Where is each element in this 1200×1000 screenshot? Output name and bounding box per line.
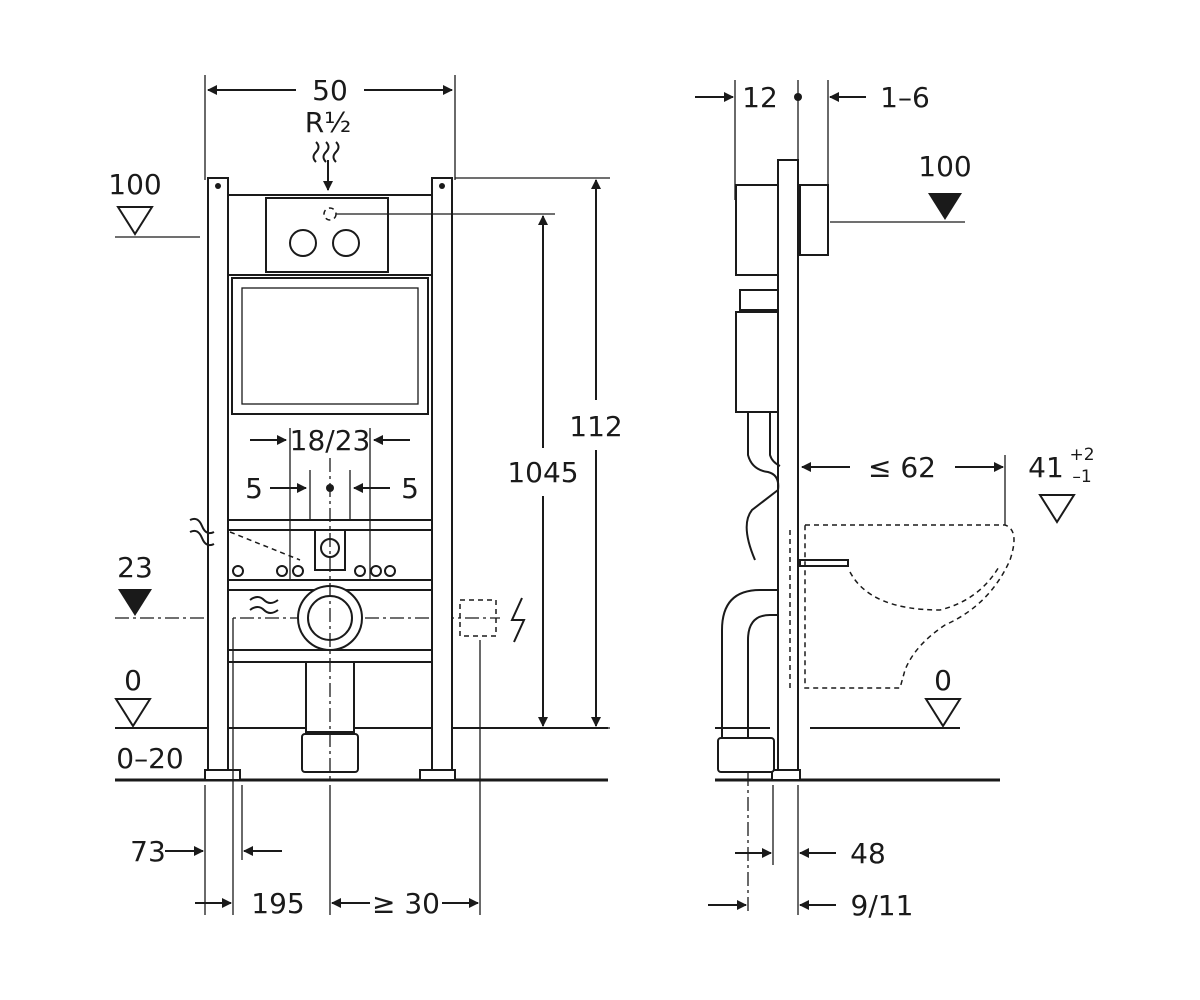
cistern-panel xyxy=(241,287,419,405)
side-cistern-body xyxy=(735,311,779,413)
front-view: 50 R½ 100 112 1045 18/23 5 5 23 xyxy=(108,74,622,920)
side-flush-pipe xyxy=(745,412,780,561)
water-wave-icon xyxy=(249,606,279,614)
bolt-hole-icon xyxy=(232,565,244,577)
floor-range-label: 0–20 xyxy=(116,742,183,775)
bolt-hole-icon xyxy=(292,565,304,577)
side-flush-plate xyxy=(799,184,829,256)
pipe-hidden-line xyxy=(229,531,301,561)
bolt-hole-icon xyxy=(354,565,366,577)
dim-edge-left: 73 xyxy=(130,835,166,868)
flush-button-right-icon xyxy=(332,229,360,257)
side-cistern-top xyxy=(735,184,779,276)
dim-flush-plate: 1–6 xyxy=(880,81,930,114)
dim-pipe-spacing: 18/23 xyxy=(290,424,371,457)
dim-offset-right: 5 xyxy=(401,472,419,505)
level-triangle-filled-icon xyxy=(928,193,962,220)
dim-bottom-b: 9/11 xyxy=(851,889,914,922)
side-view: 12 1–6 100 ≤ 62 41 +2 –1 0 48 9/11 xyxy=(695,80,1095,922)
dim-seat-tol-minus: –1 xyxy=(1072,467,1091,487)
flush-button-left-icon xyxy=(289,229,317,257)
level-triangle-icon xyxy=(114,698,152,728)
level-100-label: 100 xyxy=(918,150,971,183)
bolt-hole-icon xyxy=(276,565,288,577)
drain-bend-outer xyxy=(721,589,778,740)
level-23-label: 23 xyxy=(117,551,153,584)
centre-point-icon xyxy=(794,93,802,101)
level-100-label: 100 xyxy=(108,168,161,201)
dim-seat-height: 41 xyxy=(1028,451,1064,484)
side-drain-socket xyxy=(717,737,775,773)
water-wave-icon xyxy=(312,141,320,163)
centre-point-icon xyxy=(326,484,334,492)
electrical-box-icon xyxy=(459,599,497,637)
dim-edge-mid: 195 xyxy=(251,887,304,920)
drain-bend-inner xyxy=(747,614,778,740)
level-0-label: 0 xyxy=(934,664,952,697)
cistern-body xyxy=(231,277,429,415)
dim-offset-left: 5 xyxy=(245,472,263,505)
bolt-hole-icon xyxy=(370,565,382,577)
water-wave-icon xyxy=(322,141,330,163)
level-triangle-filled-icon xyxy=(118,589,152,616)
bowl-fixing-rod xyxy=(799,559,849,567)
level-0-label: 0 xyxy=(124,664,142,697)
level-triangle-icon xyxy=(924,698,962,728)
foot-left xyxy=(204,769,241,781)
frame-right-upright xyxy=(431,177,453,779)
dim-edge-right: ≥ 30 xyxy=(372,887,440,920)
upright-hole-icon xyxy=(439,183,445,189)
dim-bottom-a: 48 xyxy=(850,837,886,870)
bolt-hole-icon xyxy=(384,565,396,577)
dim-depth-top: 12 xyxy=(742,81,778,114)
dim-width: 50 xyxy=(312,74,348,107)
frame-left-upright xyxy=(207,177,229,779)
toilet-bowl-inner xyxy=(849,564,1001,611)
water-wave-icon xyxy=(189,529,215,547)
dim-bowl-reach: ≤ 62 xyxy=(868,451,936,484)
level-triangle-icon xyxy=(1038,494,1076,524)
dim-height-total: 112 xyxy=(569,410,622,443)
side-flush-pipe-edge xyxy=(769,412,781,467)
level-triangle-icon xyxy=(116,206,154,236)
water-wave-icon xyxy=(249,596,279,604)
flush-plate xyxy=(265,197,389,273)
foot-right xyxy=(419,769,456,781)
side-frame-upright xyxy=(777,159,799,779)
side-cistern-bracket xyxy=(739,289,779,311)
water-wave-icon xyxy=(332,141,340,163)
side-frame-foot xyxy=(771,769,801,781)
electric-icon xyxy=(510,597,526,643)
upright-hole-icon xyxy=(215,183,221,189)
water-wave-icon xyxy=(189,517,215,535)
toilet-bowl-outline xyxy=(804,524,1015,689)
dim-seat-tol-plus: +2 xyxy=(1069,445,1094,465)
dim-thread: R½ xyxy=(305,106,352,139)
dim-height-outlet: 1045 xyxy=(507,456,578,489)
